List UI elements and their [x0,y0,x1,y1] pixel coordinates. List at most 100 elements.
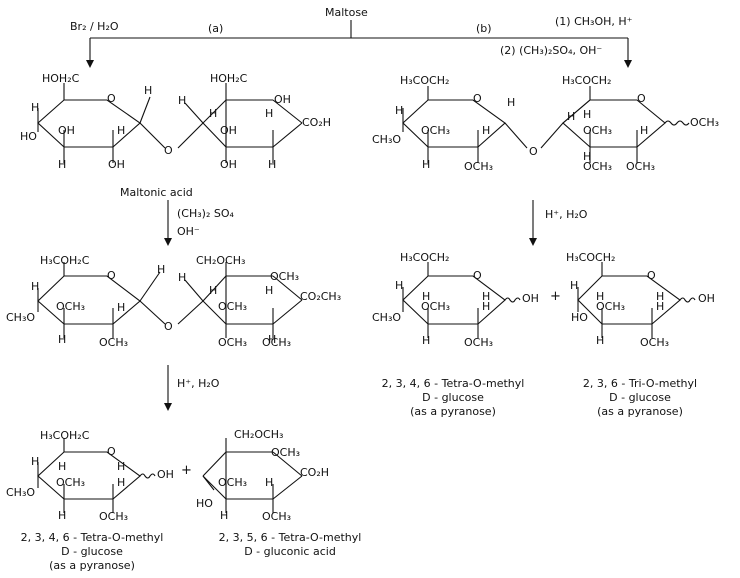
atom-label: H [583,108,592,121]
atom-label: OCH₃ [99,336,129,349]
atom-label: CH₃O [372,311,402,324]
product-left-1-name-1: 2, 3, 4, 6 - Tetra-O-methyl [20,531,164,544]
atom-label: OCH₃ [583,160,613,173]
atom-label: H [395,279,404,292]
atom-label: H₃COH₂C [40,254,90,267]
atom-label: H [265,284,274,297]
atom-label: OCH₃ [270,270,300,283]
methylation-reagent-2: OH⁻ [177,225,200,238]
atom-label: OCH₃ [271,446,301,459]
permethyl-maltoside-bonds [402,86,690,163]
atom-label: H [570,279,579,292]
atom-label: H₃COCH₂ [566,251,616,264]
atom-label: H [157,263,166,276]
maltonic-acid-bonds [37,83,303,163]
atom-label: OH [220,158,237,171]
ester-label: CO₂CH₃ [300,290,342,303]
carboxyl-label: CO₂H [300,466,330,479]
product-right-1-name-2: D - glucose [422,391,484,404]
product-left-2-name-2: D - gluconic acid [244,545,336,558]
product-right-bonds [402,262,696,338]
atom-label: OCH₃ [421,124,451,137]
product-right-2-name-3: (as a pyranose) [597,405,683,418]
ring-oxygen-label: O [637,92,646,105]
atom-label: OCH₃ [640,336,670,349]
atom-label: OCH₃ [56,300,86,313]
carboxyl-label: CO₂H [302,116,332,129]
plus-sign-left: + [181,463,192,478]
glycosidic-oxygen-label: O [164,320,173,333]
ring-oxygen-label: O [107,445,116,458]
atom-label: H₃COCH₂ [562,74,612,87]
route-a-reagent: Br₂ / H₂O [70,20,119,33]
ring-oxygen-label: O [647,269,656,282]
atom-label: H [656,300,665,313]
ring-oxygen-label: O [473,269,482,282]
atom-label: H [482,124,491,137]
atom-label: OCH₃ [218,300,248,313]
atom-label: OH [220,124,237,137]
atom-label: H [596,334,605,347]
atom-label: OH [522,292,539,305]
product-left-bonds [37,438,303,513]
atom-label: OH [58,124,75,137]
atom-label: H [117,476,126,489]
atom-label: H [58,460,67,473]
atom-label: H [178,94,187,107]
atom-label: OH [108,158,125,171]
product-right-1-name-1: 2, 3, 4, 6 - Tetra-O-methyl [381,377,525,390]
atom-label: H [58,509,67,522]
product-left-1-name-3: (as a pyranose) [49,559,135,572]
atom-label: H [268,158,277,171]
ring-oxygen-label: O [107,92,116,105]
atom-label: H [31,101,40,114]
atom-label: H [656,290,665,303]
atom-label: OCH₃ [626,160,656,173]
route-b-letter: (b) [476,22,492,35]
atom-label: H₃COH₂C [40,429,90,442]
atom-label: OCH₃ [218,336,248,349]
ring-oxygen-label: O [107,269,116,282]
product-left-2-name-1: 2, 3, 5, 6 - Tetra-O-methyl [218,531,362,544]
route-a-letter: (a) [208,22,224,35]
maltose-label: Maltose [325,6,368,19]
atom-label: H [209,284,218,297]
atom-label: H [58,333,67,346]
methylated-maltonic-bonds [37,262,303,338]
atom-label: H [422,290,431,303]
product-right-1-name-3: (as a pyranose) [410,405,496,418]
atom-label: H [144,84,153,97]
atom-label: H [567,110,576,123]
atom-label: H [640,124,649,137]
atom-label: HOH₂C [42,72,80,85]
atom-label: CH₃O [6,311,36,324]
atom-label: H [220,509,229,522]
atom-label: H [422,158,431,171]
atom-label: OCH₃ [421,300,451,313]
atom-label: H [117,301,126,314]
route-b-step1: (1) CH₃OH, H⁺ [555,15,633,28]
atom-label: OH [157,468,174,481]
atom-label: H [209,107,218,120]
hydrolysis-left-reagent: H⁺, H₂O [177,377,220,390]
ring-oxygen-label: O [473,92,482,105]
atom-label: OH [274,93,291,106]
atom-label: OCH₃ [99,510,129,523]
atom-label: OH [698,292,715,305]
product-right-2-name-1: 2, 3, 6 - Tri-O-methyl [582,377,698,390]
atom-label: H [395,104,404,117]
atom-label: H [482,300,491,313]
atom-label: H [178,271,187,284]
atom-label: H [507,96,516,109]
atom-label: CH₂OCH₃ [196,254,246,267]
atom-label: H [265,476,274,489]
methylation-reagent-1: (CH₃)₂ SO₄ [177,207,234,220]
atom-label: OCH₃ [218,476,248,489]
atom-label: CH₂OCH₃ [234,428,284,441]
atom-label: CH₃O [6,486,36,499]
hydrolysis-right-reagent: H⁺, H₂O [545,208,588,221]
maltonic-acid-caption: Maltonic acid [120,186,193,199]
atom-label: HOH₂C [210,72,248,85]
atom-label: H [58,158,67,171]
atom-label: OCH₃ [56,476,86,489]
